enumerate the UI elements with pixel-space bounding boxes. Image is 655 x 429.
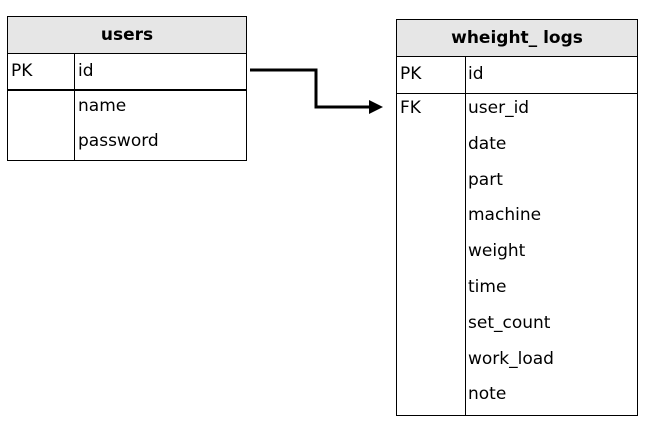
column-name: machine	[468, 205, 542, 226]
column-name: work_load	[468, 348, 554, 369]
column-name: note	[468, 384, 507, 405]
table-title: users	[8, 17, 246, 54]
table-row: time	[397, 273, 637, 309]
arrowhead-icon	[369, 100, 383, 114]
column-name: id	[468, 64, 484, 84]
table-row: PK id	[8, 54, 246, 89]
column-name: weight	[468, 241, 526, 262]
attribute-section: name password	[8, 91, 246, 161]
table-row: machine	[397, 201, 637, 237]
table-row: FK user_id	[397, 94, 637, 130]
table-row: PK id	[397, 57, 637, 93]
table-row: note	[397, 380, 637, 416]
column-name: date	[468, 133, 507, 154]
users-table: users PK id name password	[7, 16, 247, 161]
table-row: work_load	[397, 345, 637, 381]
connector-line	[250, 68, 370, 109]
column-name: time	[468, 276, 507, 297]
attribute-section: FK user_id date part machine weight time…	[397, 94, 637, 416]
table-row: date	[397, 130, 637, 166]
primary-key-section: PK id	[8, 54, 246, 91]
column-name: id	[78, 61, 94, 81]
column-name: set_count	[468, 312, 551, 333]
table-row: part	[397, 166, 637, 202]
table-row: password	[8, 126, 246, 161]
table-title: wheight_ logs	[397, 20, 637, 57]
key-marker: PK	[11, 61, 33, 81]
column-name: name	[78, 96, 127, 116]
wheight-logs-table: wheight_ logs PK id FK user_id date part…	[396, 19, 638, 416]
key-marker: FK	[400, 98, 421, 118]
table-row: weight	[397, 237, 637, 273]
table-row: set_count	[397, 309, 637, 345]
column-name: user_id	[468, 98, 530, 118]
table-row: name	[8, 91, 246, 126]
primary-key-section: PK id	[397, 57, 637, 94]
column-name: part	[468, 169, 503, 190]
column-name: password	[78, 131, 159, 151]
key-marker: PK	[400, 64, 422, 84]
